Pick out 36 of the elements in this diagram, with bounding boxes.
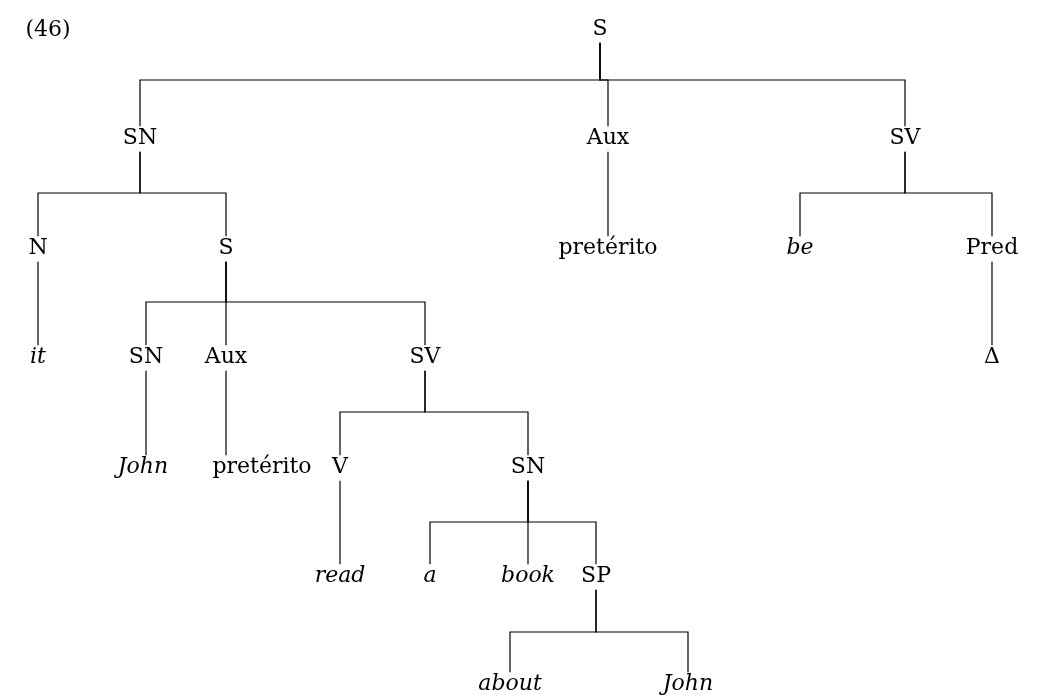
tree-branch-line bbox=[607, 151, 609, 237]
tree-branch-line bbox=[145, 370, 147, 456]
tree-node-label: SN bbox=[128, 343, 164, 369]
tree-node-label: book bbox=[501, 562, 555, 588]
tree-node-label: it bbox=[30, 343, 46, 369]
tree-node-label: SP bbox=[581, 562, 611, 588]
tree-node-label: about bbox=[478, 670, 542, 695]
tree-node-label: read bbox=[314, 562, 366, 588]
tree-branch-line bbox=[139, 151, 227, 237]
tree-node-label: Δ bbox=[984, 343, 1000, 369]
tree-node-label: a bbox=[423, 562, 437, 588]
tree-node-label: pretérito bbox=[212, 453, 312, 479]
tree-node-label: S bbox=[218, 234, 234, 260]
tree-branch-line bbox=[225, 370, 227, 456]
example-number: (46) bbox=[25, 15, 71, 41]
tree-branch-line bbox=[37, 261, 39, 346]
tree-branch-line bbox=[595, 589, 689, 673]
tree-branch-line bbox=[904, 151, 993, 237]
tree-node-label: Aux bbox=[204, 343, 248, 369]
tree-branch-line bbox=[339, 480, 341, 565]
tree-node-label: SV bbox=[409, 343, 441, 369]
tree-node-label: Aux bbox=[586, 124, 630, 150]
tree-node-label: V bbox=[332, 453, 348, 479]
tree-node-label: SN bbox=[510, 453, 546, 479]
tree-node-label: Pred bbox=[965, 234, 1019, 260]
tree-branch-line bbox=[991, 261, 993, 346]
tree-node-label: S bbox=[592, 15, 608, 41]
tree-node-label: pretérito bbox=[558, 234, 658, 260]
tree-branch-line bbox=[424, 370, 529, 456]
tree-branch-line bbox=[599, 42, 906, 127]
tree-branch-line bbox=[527, 480, 597, 565]
tree-branch-line bbox=[225, 261, 426, 346]
tree-node-label: SV bbox=[889, 124, 921, 150]
tree-node-label: SN bbox=[122, 124, 158, 150]
tree-node-label: be bbox=[786, 234, 814, 260]
tree-node-label: N bbox=[28, 234, 48, 260]
